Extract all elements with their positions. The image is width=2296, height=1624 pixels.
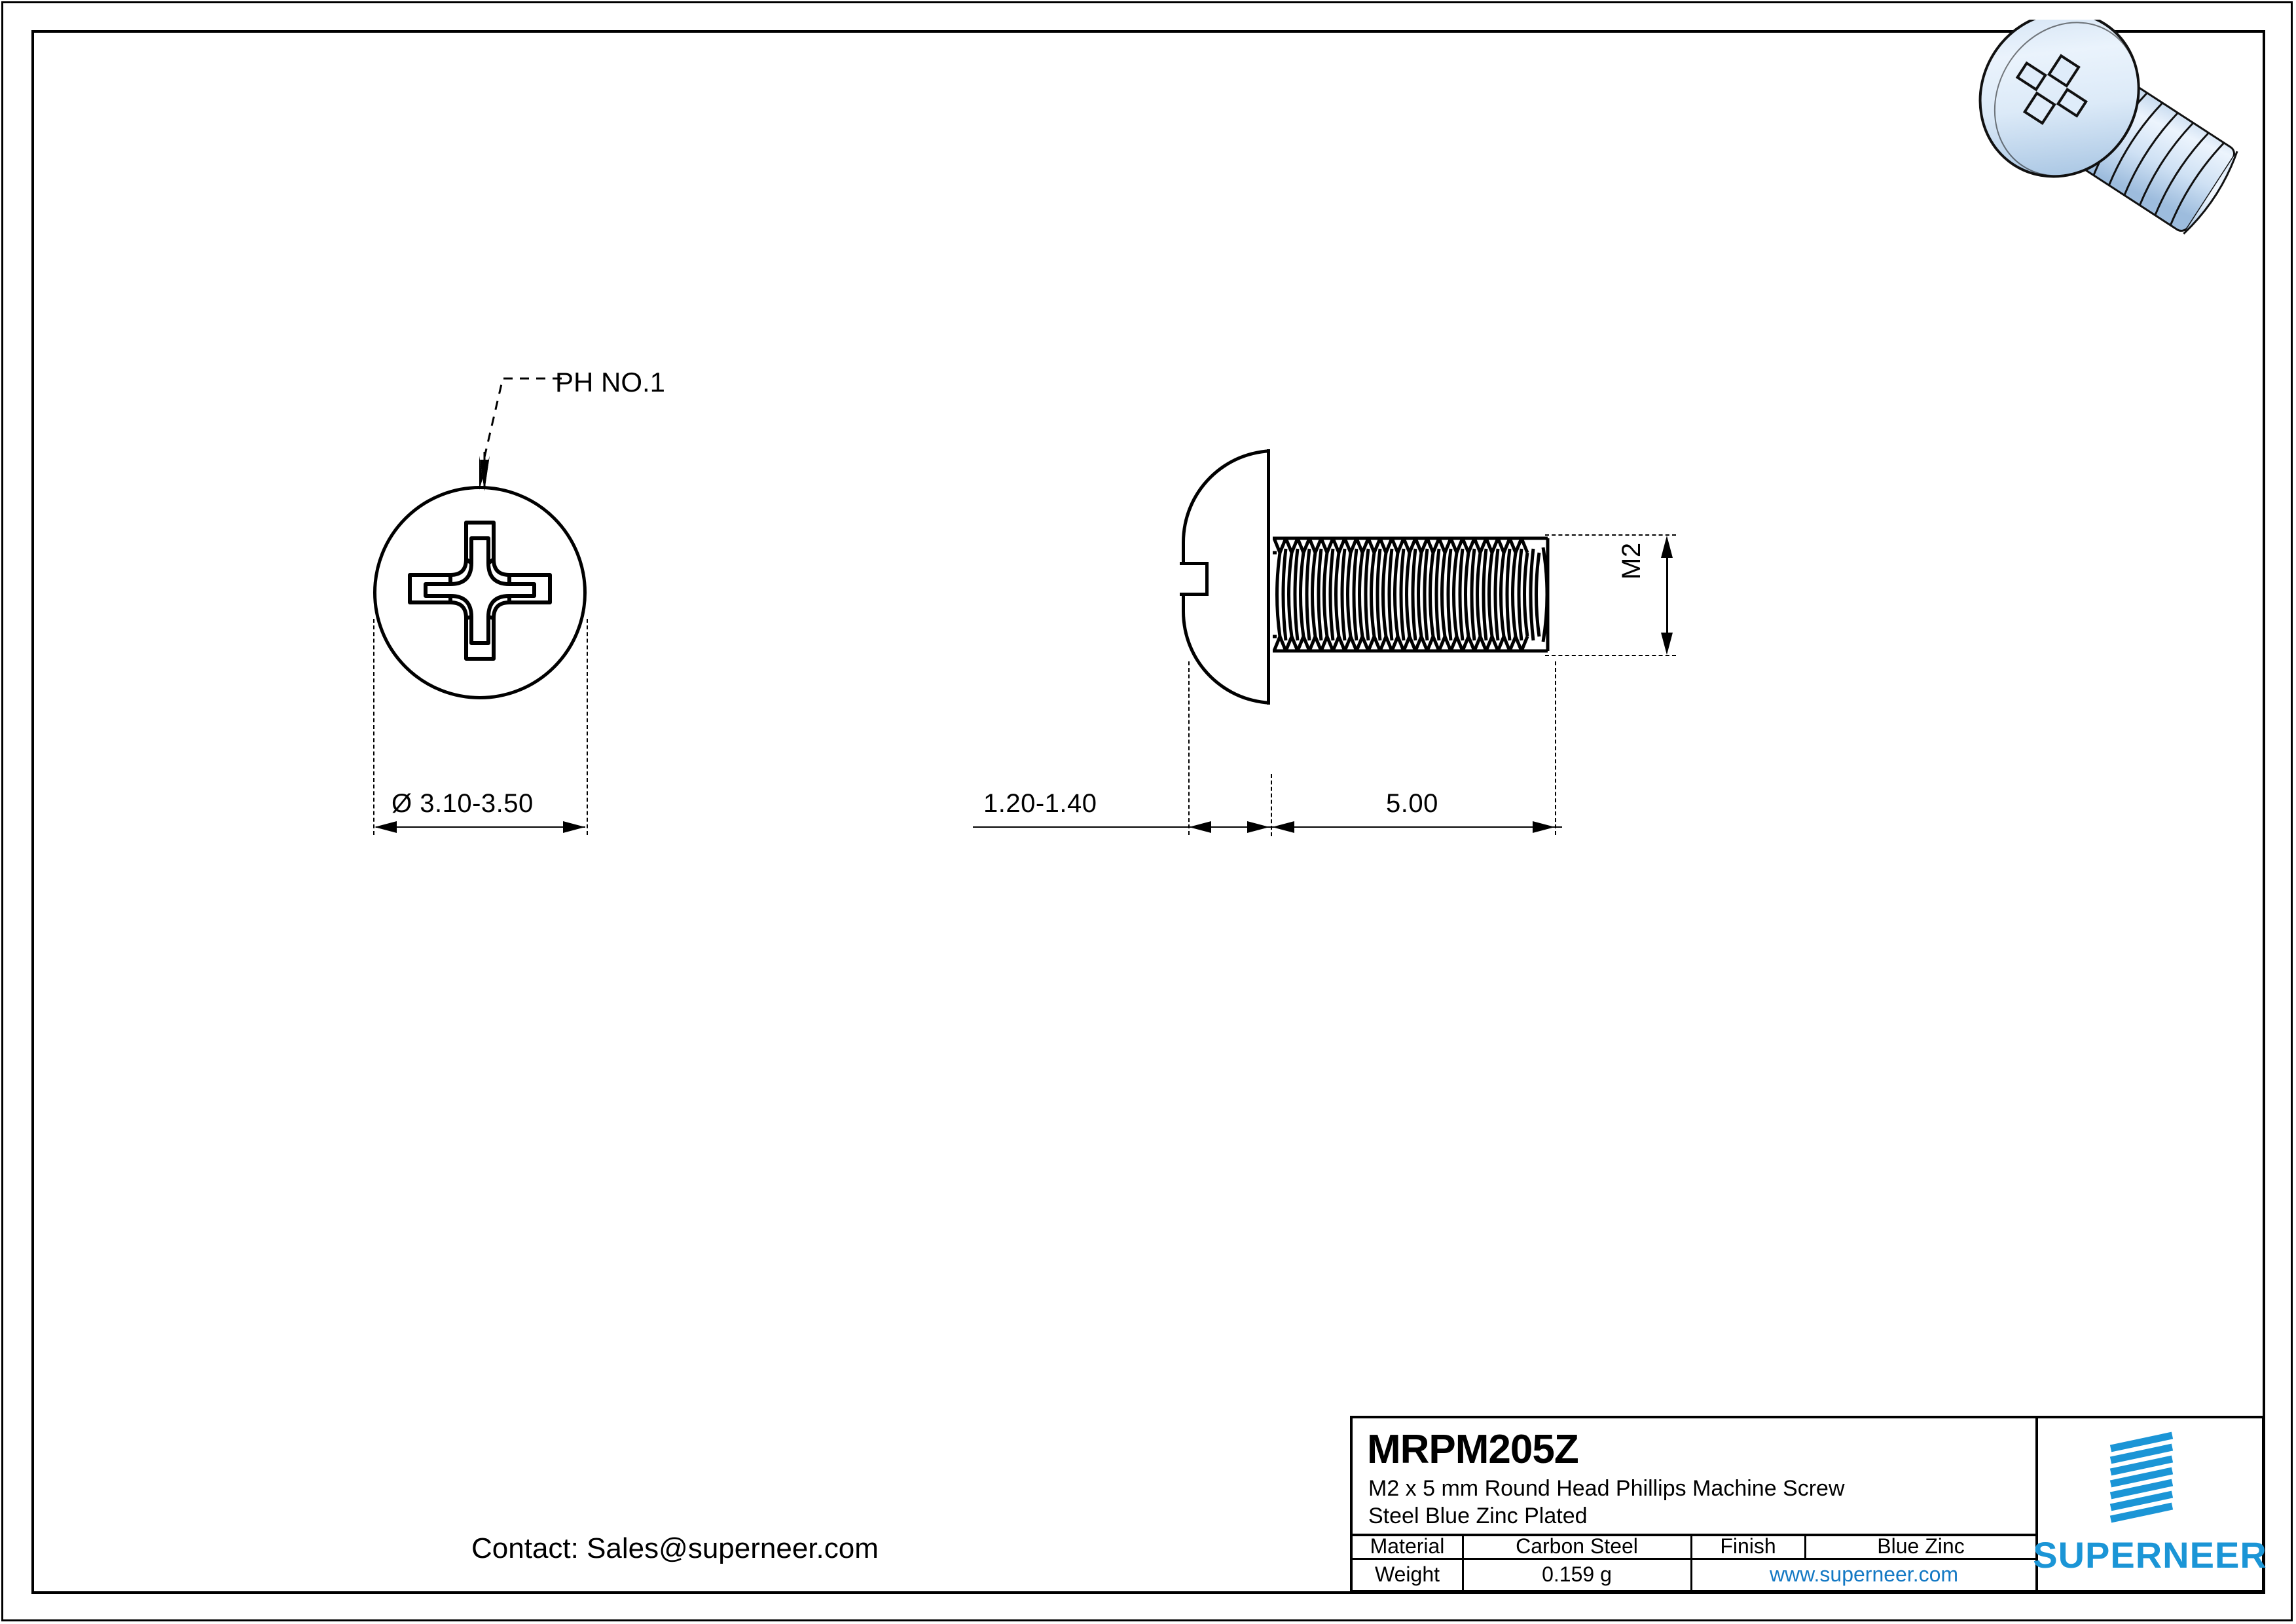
diameter-dimension-text: Ø 3.10-3.50	[389, 789, 536, 819]
diameter-extension-line-right	[587, 619, 588, 835]
title-block: MRPM205Z M2 x 5 mm Round Head Phillips M…	[1350, 1416, 2267, 1593]
finish-label: Finish	[1720, 1534, 1776, 1558]
diameter-arrow-left	[374, 821, 397, 833]
title-block-col-divider-3	[1804, 1534, 1806, 1558]
length-extension-line-head-right	[1271, 774, 1272, 836]
head-height-arrow-right-in	[1189, 821, 1211, 833]
title-block-col-divider-1	[1462, 1534, 1464, 1590]
screw-head-face-line	[1267, 449, 1275, 705]
part-description-line-2: Steel Blue Zinc Plated	[1368, 1504, 1588, 1528]
screw-threaded-shank	[1272, 529, 1554, 660]
phillips-cross-recess	[406, 519, 554, 667]
part-number: MRPM205Z	[1367, 1427, 1579, 1472]
title-block-col-divider-2	[1690, 1534, 1692, 1558]
diameter-arrow-right	[563, 821, 585, 833]
m2-arrow-up	[1661, 536, 1673, 558]
m2-extension-line-top	[1545, 534, 1676, 536]
diameter-dimension-line	[376, 826, 585, 828]
ph-no-label: PH NO.1	[555, 367, 666, 397]
drawing-inner-border	[31, 30, 2265, 1594]
material-value: Carbon Steel	[1516, 1534, 1638, 1558]
weight-label: Weight	[1374, 1562, 1440, 1586]
part-description-line-1: M2 x 5 mm Round Head Phillips Machine Sc…	[1368, 1476, 1845, 1501]
title-block-col-divider-4	[1690, 1558, 1692, 1590]
title-block-logo-divider	[2035, 1418, 2038, 1590]
length-extension-line-head-left	[1188, 661, 1190, 835]
title-block-row-divider-2	[1353, 1558, 2037, 1560]
website-link[interactable]: www.superneer.com	[1769, 1562, 1959, 1586]
length-dimension-text: 5.00	[1383, 789, 1441, 819]
finish-value: Blue Zinc	[1877, 1534, 1965, 1558]
contact-text: Contact: Sales@superneer.com	[471, 1532, 879, 1564]
diameter-extension-line-left	[373, 619, 374, 835]
superneer-wordmark: SUPERNEER	[2033, 1534, 2267, 1576]
length-arrow-left	[1272, 821, 1294, 833]
length-extension-line-tip	[1555, 661, 1556, 835]
m2-dimension-text: M2	[1617, 542, 1646, 580]
material-label: Material	[1370, 1534, 1445, 1558]
head-height-dimension-text: 1.20-1.40	[981, 789, 1100, 819]
title-block-row-divider-1	[1353, 1534, 2037, 1536]
weight-value: 0.159 g	[1542, 1562, 1612, 1586]
screw-3d-render	[1951, 11, 2265, 236]
length-arrow-right	[1533, 821, 1555, 833]
head-height-arrow-left-in	[1247, 821, 1269, 833]
m2-dimension-line	[1666, 542, 1668, 650]
screw-slot-notch	[1180, 562, 1209, 596]
m2-arrow-down	[1661, 633, 1673, 655]
ph-leader-line	[478, 373, 563, 504]
superneer-logo-icon	[2099, 1431, 2204, 1523]
m2-extension-line-bottom	[1545, 655, 1676, 656]
